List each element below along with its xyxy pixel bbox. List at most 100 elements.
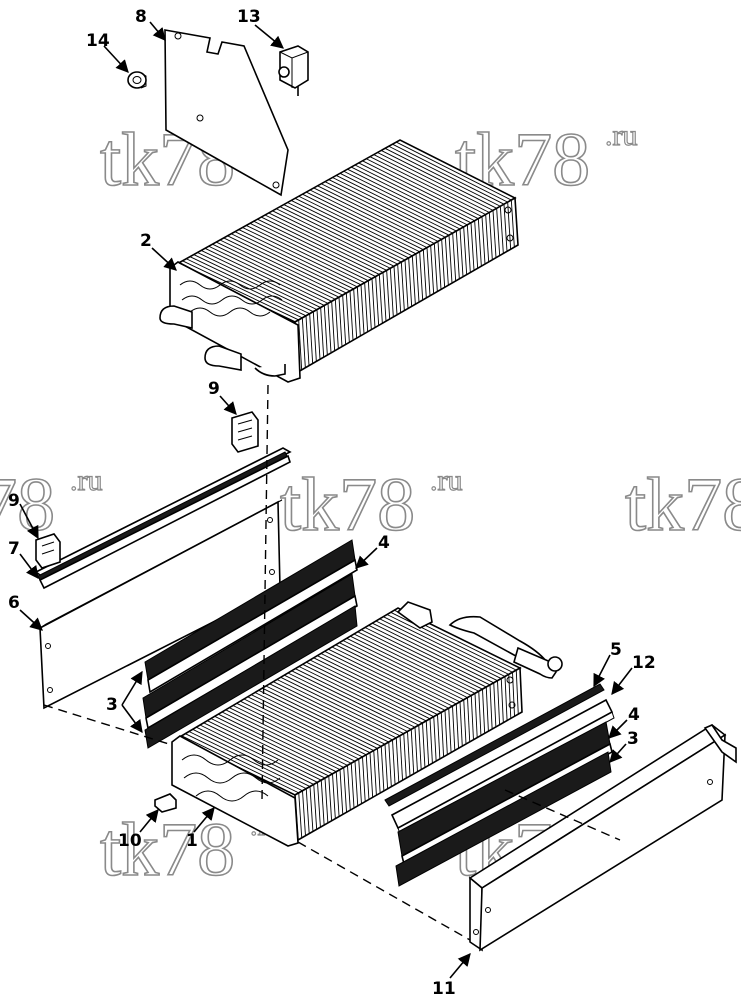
fin-line [335,771,340,817]
fin-line [452,706,456,751]
fin-line [339,642,461,703]
fin-line [254,692,374,751]
fin-line [302,193,420,253]
fin-line [459,701,463,747]
fin-line [379,618,502,679]
fin-line [504,676,508,721]
callout-9: 9 [8,491,20,511]
fin-line [280,676,401,737]
fin-line [470,222,475,271]
fin-line [360,284,365,334]
fin-line [408,257,413,307]
fin-line [368,624,491,686]
fin-line [485,687,489,732]
fin-line [477,218,482,267]
fin-line [478,691,482,736]
watermark-sup: .ru [605,119,638,152]
grommet-part [127,71,147,89]
fin-line [234,231,354,290]
fin-line [419,251,424,301]
switch-part [278,45,309,96]
fin-line [373,154,490,213]
fin-line [188,731,307,790]
fin-line [375,620,498,682]
lower-evaporator-coil [171,601,563,847]
fin-line [331,646,453,707]
fin-line [369,752,374,798]
fin-line [470,695,474,740]
fin-line [207,720,326,779]
fin-line [448,708,452,753]
fin-line [403,733,407,779]
fin-line [316,309,321,360]
fin-line [366,158,483,218]
fin-line [358,758,362,804]
fin-line [377,152,494,211]
fin-line [444,237,449,286]
fin-line [362,756,366,802]
fin-line [283,204,402,263]
fin-line [496,208,501,256]
fin-line [343,170,461,230]
fin-line [320,307,325,358]
fin-line [466,224,471,273]
fin-line [426,247,431,296]
fin-line [378,274,383,324]
fin-line [306,661,427,722]
fin-line [497,680,501,725]
fin-line [335,644,457,705]
fin-line [433,243,438,292]
fin-line [309,313,314,364]
small-clip-part [154,793,177,813]
rail-part [34,447,292,590]
fin-line [298,792,303,838]
fin-line [382,272,387,322]
callout-3: 3 [106,695,118,715]
fin-line [320,780,325,826]
callout-2: 2 [140,231,152,251]
fin-line [305,315,310,366]
fin-line [232,705,352,764]
fin-line [320,653,442,713]
fin-line [448,235,453,284]
fin-line [272,210,391,269]
fin-line [441,239,446,288]
coil-tubes [181,754,281,802]
callout-labels: 8 13 14 2 9 9 7 6 4 3 5 12 4 3 10 1 11 [8,7,656,999]
callout-8: 8 [135,7,147,27]
fin-line [350,635,472,696]
fin-line [214,715,333,775]
fin-line [361,629,483,690]
fin-line [236,702,356,762]
fin-line [317,185,435,244]
fin-line [186,258,307,317]
fin-line [246,225,365,284]
fin-line [317,782,321,828]
fin-line [422,249,427,298]
fin-line [515,670,519,715]
fin-line [249,222,369,282]
fin-line [276,679,397,739]
clip-part [231,411,259,453]
fin-line [309,659,431,720]
fin-line [358,162,475,222]
fin-line [210,718,329,777]
end-cover-bracket [468,724,737,952]
coil-fins [181,609,519,838]
fin-line [269,683,389,743]
fin-line [305,788,310,834]
fin-line [375,276,380,326]
fin-line [291,670,412,730]
fin-line [354,164,472,224]
fin-line [345,293,350,343]
fin-line [388,742,392,787]
fin-line [295,668,416,728]
fin-line [240,700,359,760]
fin-line [474,693,478,738]
fin-line [411,255,416,305]
callout-9: 9 [208,379,220,399]
fin-line [395,737,400,783]
fin-line [225,709,344,768]
fin-line [196,726,314,785]
fin-line [178,262,299,321]
